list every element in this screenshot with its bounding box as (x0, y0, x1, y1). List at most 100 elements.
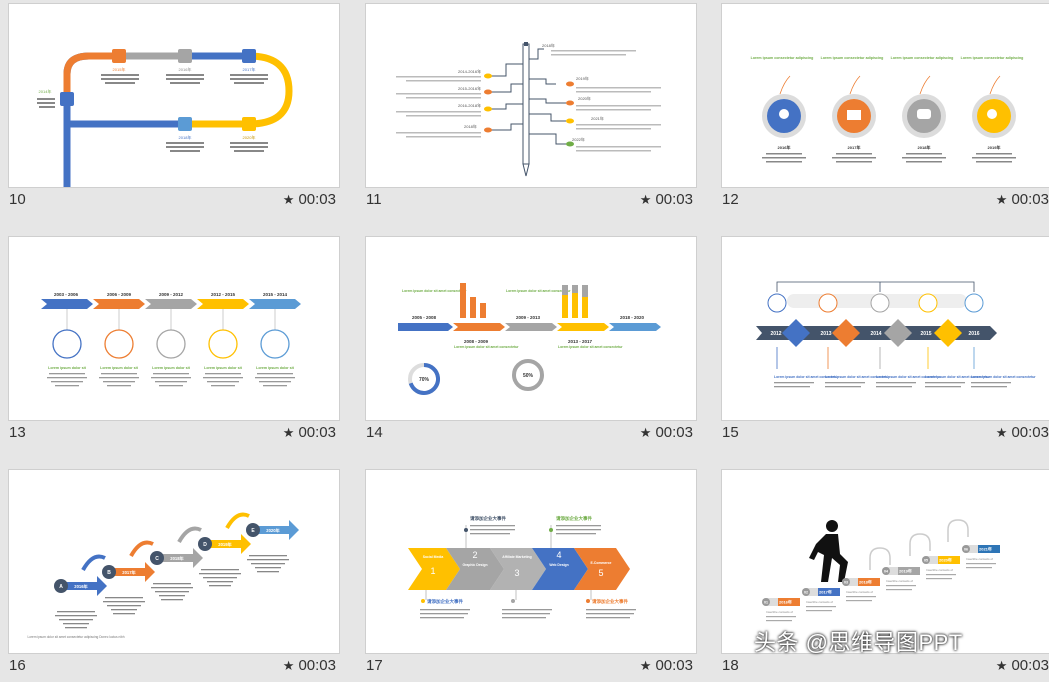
chat-icon (767, 293, 787, 313)
year-label: 2020年 (939, 557, 952, 563)
watermark-text: 头条 @思维导图PPT (754, 630, 963, 655)
headline-text: Lorem ipsum consectetur adipiscing (751, 56, 814, 60)
slide-card-16[interactable]: A B C D E 2016年 2017年 2018年 2019年 2020年 … (8, 469, 340, 682)
year-label: 2018年 (179, 134, 192, 140)
slide-card-14[interactable]: Lorem ipsum dolor sit amet consectetur L… (365, 236, 697, 449)
year-label: 2018年 (464, 123, 477, 129)
caption-text: Insertthe contacts of (846, 590, 873, 594)
pencil-tree-graphic: 2014-2016年 2015-2016年 2016-2018年 2018年 2… (396, 42, 661, 177)
step-number: 5 (598, 568, 603, 578)
slide-card-11[interactable]: 2014-2016年 2015-2016年 2016-2018年 2018年 2… (365, 3, 697, 216)
caption-text: Lorem ipsum dolor sit amet consectetur a… (27, 635, 124, 639)
year-label: 2020年 (243, 134, 256, 140)
step-label: Affiliate Marketing (502, 555, 531, 559)
step-label: Social Media (423, 555, 444, 559)
satellite-icon (156, 329, 186, 359)
slide-card-15[interactable]: 2012 2013 2014 2015 2016 Lorem ipsum dol… (721, 236, 1049, 449)
slide-duration: 00:03 (1011, 191, 1049, 208)
slide-thumbnail-13[interactable]: 2003 - 2006 2006 - 2009 2009 - 2012 2012… (8, 236, 340, 421)
slide-number: 11 (366, 191, 382, 208)
year-label: 2017年 (819, 589, 832, 595)
year-label: 2019年 (218, 541, 232, 548)
slide-thumbnail-11[interactable]: 2014-2016年 2015-2016年 2016-2018年 2018年 2… (365, 3, 697, 188)
slide-thumbnail-10[interactable]: 2014年 2015年 2016年 2017年 2018年 2020年 (8, 3, 340, 188)
year-label: 2020年 (266, 527, 280, 534)
year-label: 2021年 (979, 546, 992, 552)
year-label: 2019年 (576, 75, 589, 81)
caption-title: Lorem ipsum dolor sit amet consectetur (506, 289, 571, 293)
caption-title: Lorem ipsum dolor sit (256, 366, 295, 370)
pencil-icon (112, 49, 126, 63)
step-number: 04 (884, 570, 888, 574)
caption-text: Insertthe contacts of (886, 579, 913, 583)
slide-number: 12 (722, 191, 739, 208)
staircase-arrows-graphic: A B C D E 2016年 2017年 2018年 2019年 2020年 … (27, 512, 299, 639)
slide-card-18[interactable]: 01 02 03 04 05 06 2016年 2017年 2018年 2019… (721, 469, 1049, 682)
year-label: 2017年 (122, 569, 136, 576)
slide-number: 17 (366, 657, 383, 674)
percent-label: 70% (419, 377, 430, 383)
wallet-icon (208, 329, 238, 359)
year-label: 2018年 (859, 579, 872, 585)
step-number: 2 (472, 550, 477, 560)
slide-card-13[interactable]: 2003 - 2006 2006 - 2009 2009 - 2012 2012… (8, 236, 340, 449)
headline-text: Lorem ipsum consectetur adipiscing (821, 56, 884, 60)
slide-duration: 00:03 (1011, 657, 1049, 674)
year-label: 2015 (920, 331, 931, 337)
caption-title: Lorem ipsum dolor sit (152, 366, 191, 370)
icon-circles-graphic: Lorem ipsum consectetur adipiscing Lorem… (751, 56, 1024, 163)
slide-card-12[interactable]: Lorem ipsum consectetur adipiscing Lorem… (721, 3, 1049, 216)
slide-thumbnail-14[interactable]: Lorem ipsum dolor sit amet consectetur L… (365, 236, 697, 421)
range-label: 2009 - 2013 (516, 315, 541, 320)
star-icon: ★ (639, 425, 652, 440)
truck-icon (260, 329, 290, 359)
slide-number: 14 (366, 424, 383, 441)
bulb-icon (104, 329, 134, 359)
caption-title: Lorem ipsum dolor sit amet consectetur (402, 289, 467, 293)
year-label: 2017年 (243, 66, 256, 72)
slide-duration: 00:03 (298, 424, 336, 441)
slide-thumbnail-12[interactable]: Lorem ipsum consectetur adipiscing Lorem… (721, 3, 1049, 188)
star-icon: ★ (282, 192, 295, 207)
slide-thumbnail-18[interactable]: 01 02 03 04 05 06 2016年 2017年 2018年 2019… (721, 469, 1049, 654)
step-number: 4 (556, 550, 561, 560)
step-label: Graphic Design (462, 563, 487, 567)
slide-card-17[interactable]: Social Media Graphic Design Affiliate Ma… (365, 469, 697, 682)
range-label: 2006 - 2009 (107, 292, 132, 297)
letter-badge: A (59, 584, 63, 590)
year-label: 2019年 (988, 144, 1001, 150)
step-label: Web Design (549, 563, 568, 567)
headline-text: Lorem ipsum consectetur adipiscing (961, 56, 1024, 60)
headline-text: Lorem ipsum consectetur adipiscing (891, 56, 954, 60)
star-icon: ★ (639, 192, 652, 207)
slide-thumbnail-16[interactable]: A B C D E 2016年 2017年 2018年 2019年 2020年 … (8, 469, 340, 654)
slide-duration: 00:03 (298, 657, 336, 674)
bulb-icon (60, 92, 74, 106)
event-title: 请添加企业大事件 (470, 515, 506, 522)
caption-title: Lorem ipsum dolor sit (100, 366, 139, 370)
bar-timeline-graphic: Lorem ipsum dolor sit amet consectetur L… (398, 283, 661, 395)
letter-badge: D (203, 542, 207, 548)
year-label: 2020年 (578, 95, 591, 101)
chevron-process-graphic: Social Media Graphic Design Affiliate Ma… (408, 515, 636, 619)
range-label: 2009 - 2012 (159, 292, 184, 297)
range-label: 2003 - 2006 (54, 292, 79, 297)
slide-card-10[interactable]: 2014年 2015年 2016年 2017年 2018年 2020年 10 ★… (8, 3, 340, 216)
year-label: 2012 (770, 331, 781, 337)
range-label: 2005 - 2008 (412, 315, 437, 320)
search-icon (918, 293, 938, 313)
edit-icon (242, 117, 256, 131)
slide-thumbnail-15[interactable]: 2012 2013 2014 2015 2016 Lorem ipsum dol… (721, 236, 1049, 421)
range-label: 2018 - 2020 (620, 315, 645, 320)
range-label: 2013 - 2017 (568, 339, 593, 344)
caption-title: Lorem ipsum dolor sit (204, 366, 243, 370)
year-label: 2021年 (591, 115, 604, 121)
step-number: 06 (964, 548, 968, 552)
slide-thumbnail-17[interactable]: Social Media Graphic Design Affiliate Ma… (365, 469, 697, 654)
tag-icon (52, 329, 82, 359)
year-label: 2018年 (542, 42, 555, 48)
caption-text: Insertthe contacts of (806, 600, 833, 604)
year-label: 2015-2016年 (458, 85, 481, 91)
slide-duration: 00:03 (1011, 424, 1049, 441)
year-label: 2018年 (170, 555, 184, 562)
